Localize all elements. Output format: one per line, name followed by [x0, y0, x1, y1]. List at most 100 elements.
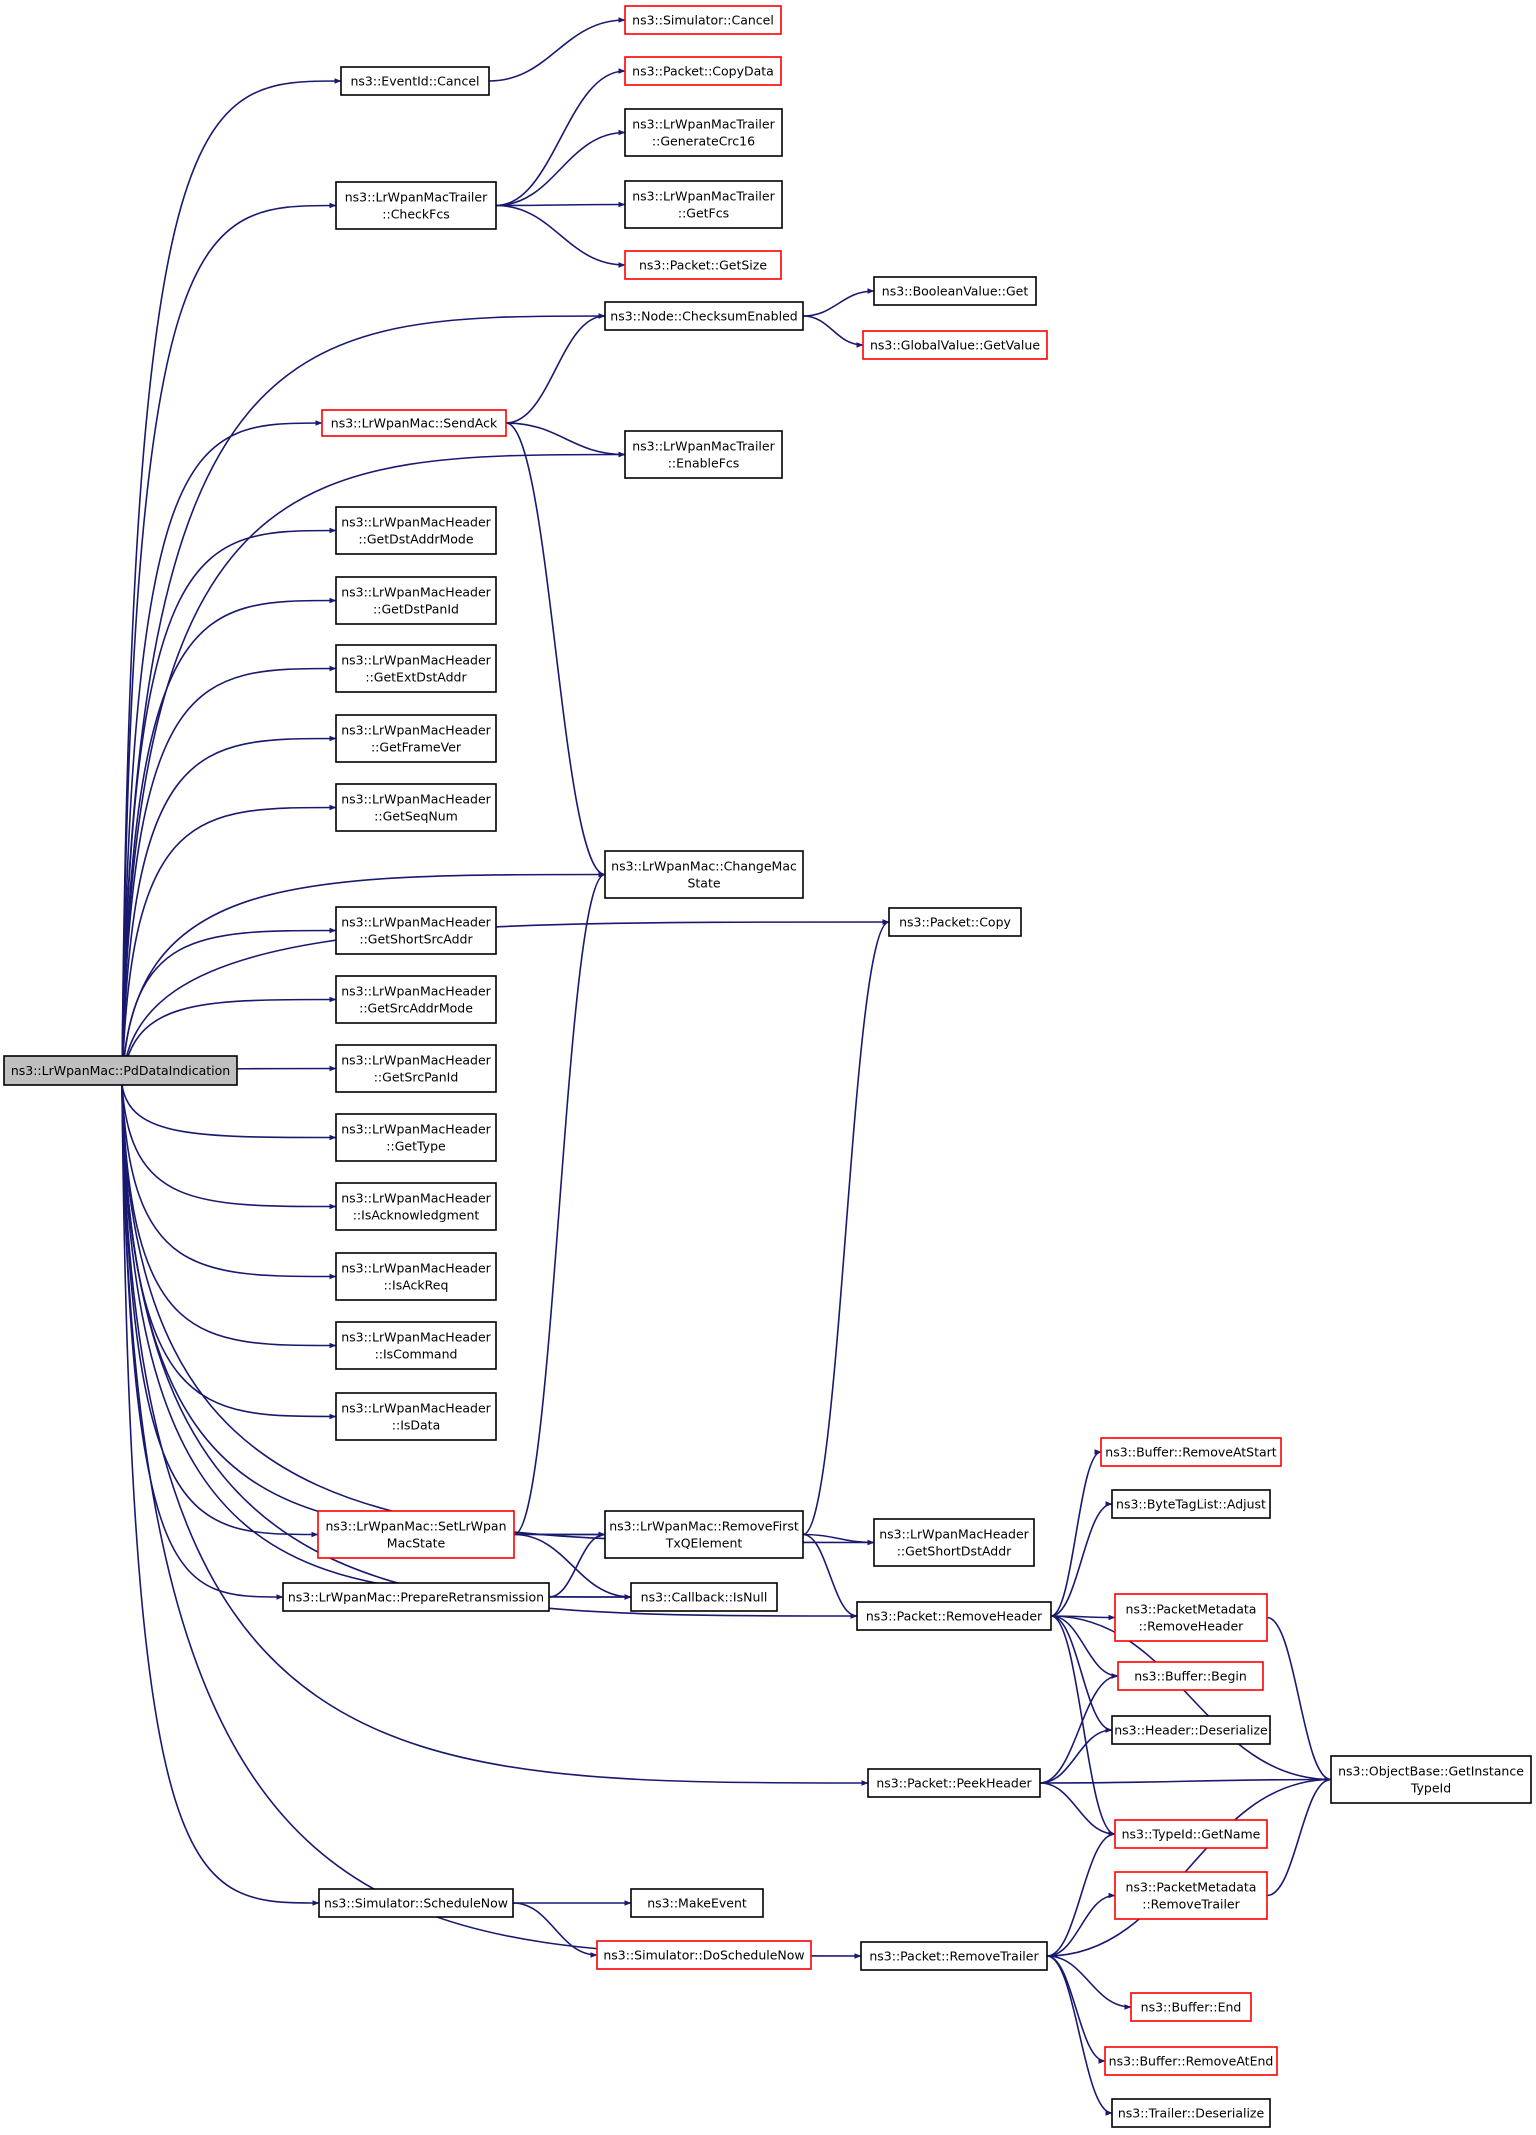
node-box	[624, 430, 783, 479]
node-label-line: ns3::Packet::Copy	[899, 915, 1011, 930]
node-box	[1111, 1489, 1271, 1519]
node-box	[335, 1321, 497, 1370]
node-checksumenabled[interactable]: ns3::Node::ChecksumEnabled	[604, 301, 804, 331]
node-isackreq[interactable]: ns3::LrWpanMacHeader::IsAckReq	[335, 1252, 497, 1301]
node-label-line: ::GetType	[386, 1139, 446, 1154]
node-getsrcaddrmode[interactable]: ns3::LrWpanMacHeader::GetSrcAddrMode	[335, 975, 497, 1024]
node-label-line: ns3::LrWpanMacHeader	[341, 1122, 491, 1137]
node-gettype[interactable]: ns3::LrWpanMacHeader::GetType	[335, 1113, 497, 1162]
node-iscommand[interactable]: ns3::LrWpanMacHeader::IsCommand	[335, 1321, 497, 1370]
node-removeheader[interactable]: ns3::Packet::RemoveHeader	[856, 1601, 1052, 1631]
node-box	[867, 1768, 1041, 1798]
node-buffer_removeatend[interactable]: ns3::Buffer::RemoveAtEnd	[1104, 2046, 1278, 2076]
node-box	[624, 56, 782, 86]
call-edge-pm_removeheader-to-getinstancetypeid	[1266, 1616, 1332, 1783]
node-box	[335, 906, 497, 955]
node-label-line: ::GetSeqNum	[374, 809, 458, 824]
node-label-line: ns3::Packet::RemoveTrailer	[869, 1949, 1039, 1964]
node-enablefcs[interactable]: ns3::LrWpanMacTrailer::EnableFcs	[624, 430, 783, 479]
node-getsize[interactable]: ns3::Packet::GetSize	[624, 250, 782, 280]
node-pm_removetrailer[interactable]: ns3::PacketMetadata::RemoveTrailer	[1114, 1871, 1268, 1920]
node-label-line: ns3::LrWpanMacHeader	[341, 515, 491, 530]
node-sendack[interactable]: ns3::LrWpanMac::SendAck	[321, 409, 507, 437]
node-label-line: ns3::Callback::IsNull	[641, 1590, 768, 1605]
node-root[interactable]: ns3::LrWpanMac::PdDataIndication	[3, 1055, 238, 1086]
node-getshortsrcaddr[interactable]: ns3::LrWpanMacHeader::GetShortSrcAddr	[335, 906, 497, 955]
node-getdstaddrmode[interactable]: ns3::LrWpanMacHeader::GetDstAddrMode	[335, 506, 497, 555]
node-box	[624, 5, 782, 35]
call-edge-root-to-iscommand	[121, 1084, 337, 1349]
node-getextdstaddr[interactable]: ns3::LrWpanMacHeader::GetExtDstAddr	[335, 644, 497, 693]
node-box	[1330, 1755, 1532, 1804]
node-isacknowledgment[interactable]: ns3::LrWpanMacHeader::IsAcknowledgment	[335, 1182, 497, 1231]
node-box	[335, 975, 497, 1024]
node-label-line: ns3::LrWpanMac::RemoveFirst	[609, 1519, 799, 1534]
node-label-line: ns3::LrWpanMacHeader	[341, 1401, 491, 1416]
node-box	[1130, 1992, 1252, 2022]
node-callback_isnull[interactable]: ns3::Callback::IsNull	[630, 1582, 778, 1612]
node-packet_copy[interactable]: ns3::Packet::Copy	[888, 907, 1022, 937]
node-makeevent[interactable]: ns3::MakeEvent	[630, 1888, 764, 1918]
node-typeid_getname[interactable]: ns3::TypeId::GetName	[1114, 1819, 1268, 1849]
node-label-line: ns3::LrWpanMacHeader	[879, 1527, 1029, 1542]
node-buffer_removeatstart[interactable]: ns3::Buffer::RemoveAtStart	[1100, 1437, 1282, 1467]
node-label-line: ns3::Buffer::RemoveAtEnd	[1109, 2054, 1274, 2069]
call-edge-removeheader-to-getinstancetypeid	[1050, 1615, 1332, 1783]
node-removetrailer[interactable]: ns3::Packet::RemoveTrailer	[860, 1941, 1048, 1971]
call-edge-root-to-peekheader	[121, 1084, 869, 1786]
node-getsrcpanid[interactable]: ns3::LrWpanMacHeader::GetSrcPanId	[335, 1044, 497, 1093]
node-label-line: ns3::Node::ChecksumEnabled	[610, 309, 797, 324]
node-getframever[interactable]: ns3::LrWpanMacHeader::GetFrameVer	[335, 714, 497, 763]
call-edge-checksumenabled-to-globalvalue_getvalue	[802, 315, 864, 348]
node-checkfcs[interactable]: ns3::LrWpanMacTrailer::CheckFcs	[335, 181, 497, 230]
node-label-line: ns3::ObjectBase::GetInstance	[1338, 1764, 1524, 1779]
node-label-line: ns3::PacketMetadata	[1126, 1602, 1257, 1617]
node-label-line: State	[687, 876, 720, 891]
node-label-line: ::GetFrameVer	[371, 740, 462, 755]
call-edge-eventid_cancel-to-simulator_cancel	[488, 17, 626, 82]
node-scheduleNow[interactable]: ns3::Simulator::ScheduleNow	[318, 1888, 514, 1918]
node-booleanvalue_get[interactable]: ns3::BooleanValue::Get	[873, 276, 1037, 306]
node-box	[862, 330, 1048, 360]
node-prepareretransmission[interactable]: ns3::LrWpanMac::PrepareRetransmission	[282, 1582, 550, 1612]
node-getfcs[interactable]: ns3::LrWpanMacTrailer::GetFcs	[624, 180, 783, 229]
node-box	[630, 1888, 764, 1918]
node-label-line: ::IsAcknowledgment	[353, 1208, 480, 1223]
node-generatecrc16[interactable]: ns3::LrWpanMacTrailer::GenerateCrc16	[624, 108, 783, 157]
call-edge-setlrwpanmacstate-to-changemacstate	[513, 871, 606, 1536]
node-bytetaglist_adjust[interactable]: ns3::ByteTagList::Adjust	[1111, 1489, 1271, 1519]
node-trailer_deserialize[interactable]: ns3::Trailer::Deserialize	[1111, 2098, 1271, 2128]
node-getdstpanid[interactable]: ns3::LrWpanMacHeader::GetDstPanId	[335, 576, 497, 625]
node-box	[318, 1888, 514, 1918]
node-label-line: ::GetDstPanId	[373, 602, 459, 617]
node-label-line: ns3::MakeEvent	[647, 1896, 747, 1911]
node-simulator_cancel[interactable]: ns3::Simulator::Cancel	[624, 5, 782, 35]
node-eventid_cancel[interactable]: ns3::EventId::Cancel	[340, 66, 490, 96]
call-edge-scheduleNow-to-doschedulenow	[512, 1902, 598, 1958]
node-getseqnum[interactable]: ns3::LrWpanMacHeader::GetSeqNum	[335, 783, 497, 832]
node-pm_removeheader[interactable]: ns3::PacketMetadata::RemoveHeader	[1114, 1593, 1268, 1642]
call-edge-root-to-getdstpanid	[121, 597, 337, 1086]
node-label-line: ::GenerateCrc16	[652, 134, 755, 149]
node-copydata[interactable]: ns3::Packet::CopyData	[624, 56, 782, 86]
node-isdata[interactable]: ns3::LrWpanMacHeader::IsData	[335, 1392, 497, 1441]
node-label-line: ::RemoveTrailer	[1142, 1897, 1240, 1912]
node-label-line: TxQElement	[665, 1536, 743, 1551]
node-buffer_end[interactable]: ns3::Buffer::End	[1130, 1992, 1252, 2022]
node-label-line: ns3::Header::Deserialize	[1114, 1723, 1268, 1738]
node-label-line: ns3::LrWpanMacHeader	[341, 1053, 491, 1068]
call-edge-removetrailer-to-pm_removetrailer	[1046, 1892, 1116, 1957]
node-getshortdstaddr[interactable]: ns3::LrWpanMacHeader::GetShortDstAddr	[873, 1518, 1035, 1567]
node-label-line: ns3::LrWpanMac::PdDataIndication	[11, 1063, 230, 1078]
node-label-line: ns3::Buffer::RemoveAtStart	[1105, 1445, 1277, 1460]
node-doschedulenow[interactable]: ns3::Simulator::DoScheduleNow	[596, 1940, 812, 1970]
node-header_deserialize[interactable]: ns3::Header::Deserialize	[1111, 1715, 1271, 1745]
call-edge-removeheader-to-pm_removeheader	[1050, 1614, 1116, 1621]
node-peekheader[interactable]: ns3::Packet::PeekHeader	[867, 1768, 1041, 1798]
node-buffer_begin[interactable]: ns3::Buffer::Begin	[1117, 1661, 1264, 1691]
node-globalvalue_getvalue[interactable]: ns3::GlobalValue::GetValue	[862, 330, 1048, 360]
